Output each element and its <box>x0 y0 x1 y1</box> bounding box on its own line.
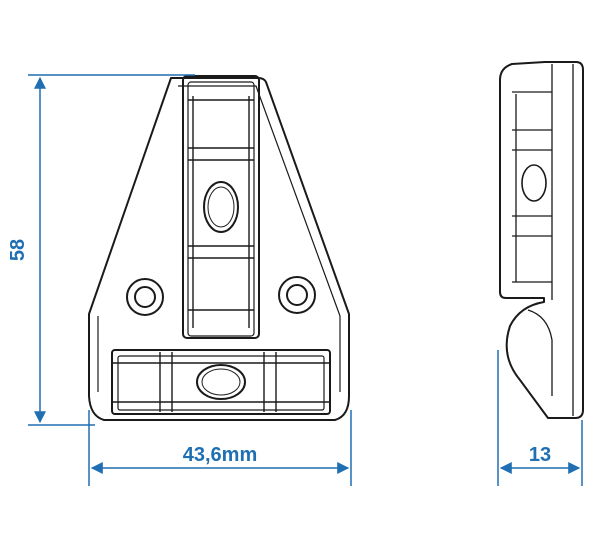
vertical-vial-bubble <box>203 181 239 233</box>
side-body-outline <box>499 61 584 419</box>
vertical-vial-housing <box>182 75 260 339</box>
front-body-inner-edge <box>178 85 341 392</box>
height-dimension <box>28 74 195 426</box>
width-dimension <box>88 410 352 486</box>
right-mounting-hole <box>278 276 316 314</box>
width-dimension-label: 43,6mm <box>183 444 258 466</box>
horizontal-vial-bubble <box>196 364 246 400</box>
side-view <box>499 61 584 419</box>
left-mounting-hole <box>126 278 164 316</box>
height-dimension-label: 58 <box>7 239 29 261</box>
depth-dimension <box>497 350 583 486</box>
side-vial-bubble <box>521 164 547 202</box>
horizontal-vial-housing <box>111 349 331 415</box>
front-body-outline <box>88 77 350 421</box>
front-view <box>88 75 350 421</box>
depth-dimension-label: 13 <box>529 444 551 466</box>
